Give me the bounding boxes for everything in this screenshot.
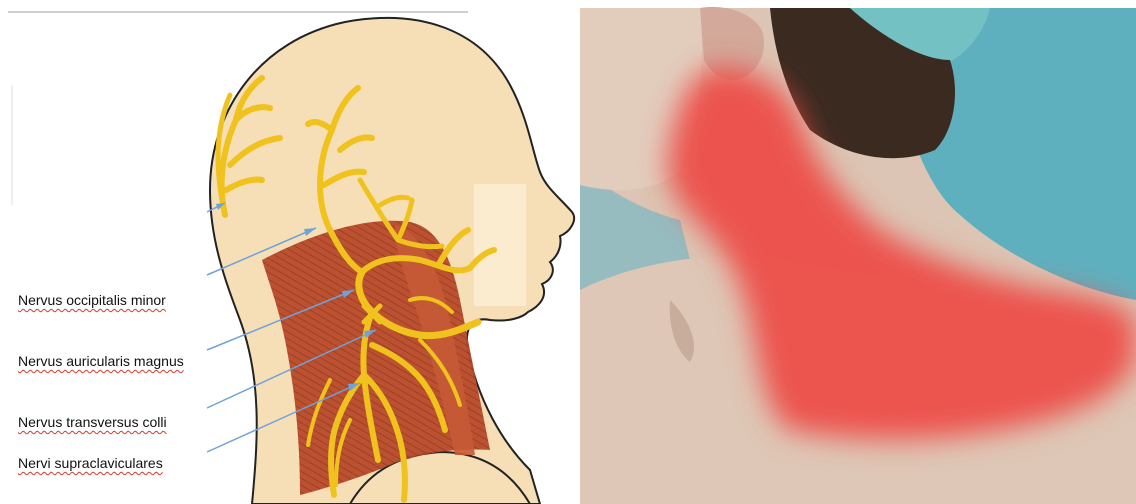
label-nervus-auricularis-magnus: Nervus auricularis magnus: [18, 353, 184, 369]
anatomy-illustration: [8, 12, 574, 504]
label-nervi-supraclaviculares: Nervi supraclaviculares: [18, 455, 163, 471]
label-nervus-transversus-colli: Nervus transversus colli: [18, 414, 167, 430]
face-placeholder: [474, 184, 526, 306]
label-nervus-occipitalis-minor: Nervus occipitalis minor: [18, 292, 166, 308]
photo-panel: [578, 7, 1136, 504]
